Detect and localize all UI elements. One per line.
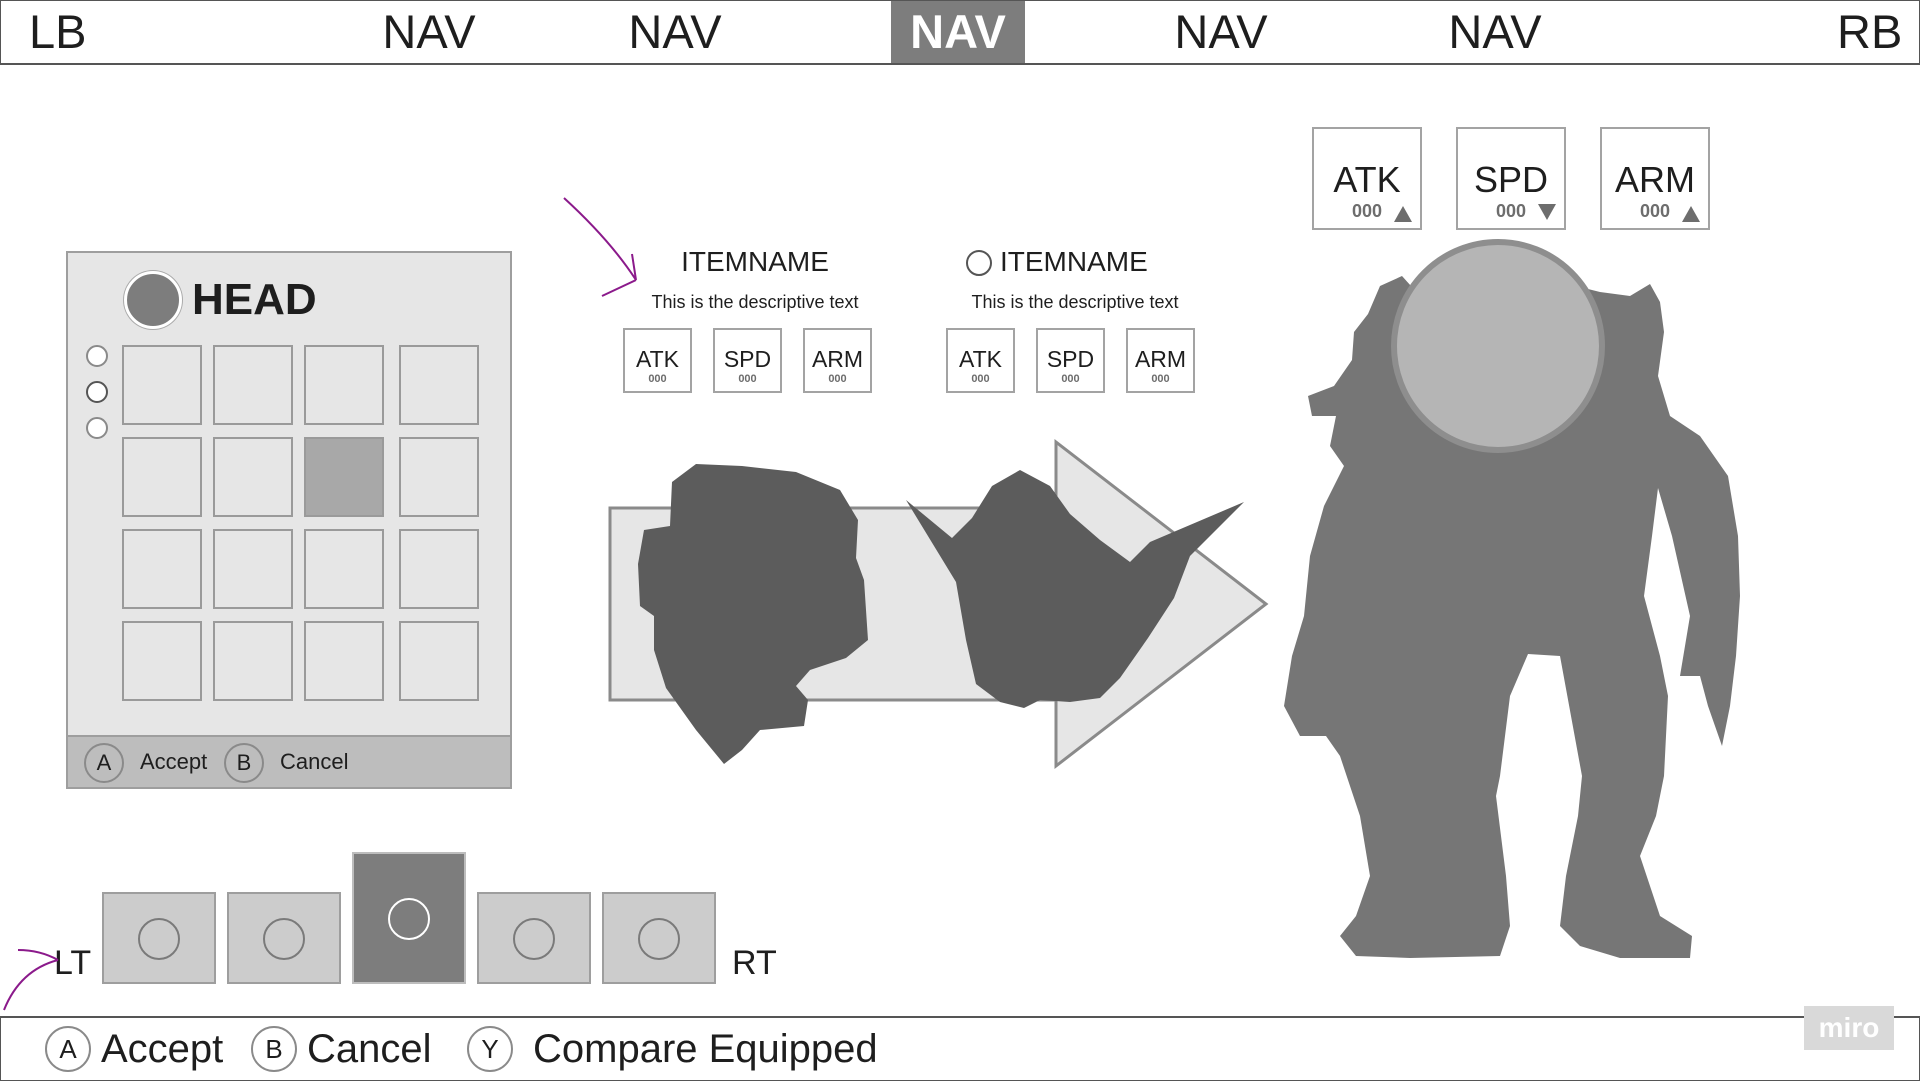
category-icon: [124, 271, 182, 329]
lb-bumper-label[interactable]: LB: [29, 5, 87, 58]
b-button-icon: B: [251, 1026, 297, 1072]
bottom-action-bar: A Accept B Cancel Y Compare Equipped: [0, 1016, 1920, 1081]
grid-cell[interactable]: [213, 621, 293, 701]
current-stat-spd: SPD 000: [713, 328, 782, 393]
candidate-head-silhouette-icon: [906, 470, 1244, 708]
compare-label: Compare Equipped: [533, 1026, 878, 1071]
cancel-action[interactable]: B Cancel: [251, 1018, 432, 1080]
candidate-item-name: ITEMNAME: [1000, 246, 1148, 277]
accept-label: Accept: [101, 1026, 224, 1071]
grid-cell[interactable]: [399, 529, 479, 609]
slot-1[interactable]: [102, 892, 216, 984]
top-nav-bar: LB NAV NAV NAV NAV NAV RB: [0, 0, 1920, 65]
current-stat-atk: ATK 000: [623, 328, 692, 393]
annotation-arrow-icon: [3, 949, 59, 1011]
grid-cell[interactable]: [399, 437, 479, 517]
nav-tab-2[interactable]: NAV: [628, 5, 722, 58]
y-button-icon: Y: [467, 1026, 513, 1072]
panel-footer: A Accept B Cancel: [68, 735, 510, 787]
current-stat-arm: ARM 000: [803, 328, 872, 393]
page-radio-2[interactable]: [86, 381, 108, 403]
nav-tab-3-active[interactable]: NAV: [891, 1, 1025, 63]
grid-cell[interactable]: [399, 621, 479, 701]
grid-cell[interactable]: [213, 437, 293, 517]
mech-preview: [1284, 239, 1740, 958]
candidate-item-description: This is the descriptive text: [971, 292, 1179, 312]
grid-cell[interactable]: [122, 345, 202, 425]
page-radio-1[interactable]: [86, 345, 108, 367]
a-button-icon[interactable]: A: [84, 743, 124, 783]
slot-3-selected[interactable]: [352, 852, 466, 984]
stat-up-icon: [1394, 206, 1412, 222]
annotation-arrow-icon: [563, 197, 637, 297]
grid-cell[interactable]: [304, 621, 384, 701]
slot-4[interactable]: [477, 892, 591, 984]
grid-cell[interactable]: [122, 529, 202, 609]
grid-cell[interactable]: [122, 621, 202, 701]
page-radio-3[interactable]: [86, 417, 108, 439]
slot-circle-icon: [263, 918, 305, 960]
miro-watermark: miro: [1804, 1006, 1894, 1050]
candidate-stat-atk: ATK 000: [946, 328, 1015, 393]
stat-up-icon: [1682, 206, 1700, 222]
current-item-description: This is the descriptive text: [651, 292, 859, 312]
grid-cell[interactable]: [304, 529, 384, 609]
nav-tab-5[interactable]: NAV: [1448, 5, 1542, 58]
mech-silhouette-icon: [1284, 274, 1740, 958]
cancel-label: Cancel: [307, 1026, 432, 1071]
grid-cell[interactable]: [213, 345, 293, 425]
grid-cell-selected[interactable]: [304, 437, 384, 517]
mech-stat-spd: SPD 000: [1456, 127, 1566, 230]
grid-cell[interactable]: [304, 345, 384, 425]
candidate-stat-arm: ARM 000: [1126, 328, 1195, 393]
mech-stat-arm: ARM 000: [1600, 127, 1710, 230]
nav-tab-1[interactable]: NAV: [382, 5, 476, 58]
panel-cancel-label: Cancel: [280, 749, 349, 774]
stat-down-icon: [1538, 204, 1556, 220]
lt-trigger-label[interactable]: LT: [54, 944, 92, 982]
annotation-strokes: [3, 197, 637, 1011]
slot-2[interactable]: [227, 892, 341, 984]
current-head-silhouette-icon: [638, 464, 868, 764]
rb-bumper-label[interactable]: RB: [1837, 5, 1903, 58]
accept-action[interactable]: A Accept: [45, 1018, 223, 1080]
nav-tab-4[interactable]: NAV: [1174, 5, 1268, 58]
rt-trigger-label[interactable]: RT: [732, 944, 777, 982]
slot-5[interactable]: [602, 892, 716, 984]
panel-accept-label: Accept: [140, 749, 208, 774]
slot-circle-icon: [513, 918, 555, 960]
candidate-item-radio[interactable]: [966, 250, 992, 276]
compare-action[interactable]: Y Compare Equipped: [467, 1018, 878, 1080]
current-item-name: ITEMNAME: [681, 246, 829, 277]
grid-cell[interactable]: [213, 529, 293, 609]
a-button-icon: A: [45, 1026, 91, 1072]
candidate-stat-spd: SPD 000: [1036, 328, 1105, 393]
comparison-arrow-graphic: [608, 438, 1269, 770]
grid-cell[interactable]: [122, 437, 202, 517]
head-parts-panel: HEAD A Accept B Cancel: [66, 251, 512, 789]
head-highlight-ring: [1391, 239, 1605, 453]
panel-title: HEAD: [192, 275, 317, 324]
grid-cell[interactable]: [399, 345, 479, 425]
slot-circle-icon: [388, 898, 430, 940]
mech-stat-atk: ATK 000: [1312, 127, 1422, 230]
b-button-icon[interactable]: B: [224, 743, 264, 783]
slot-circle-icon: [138, 918, 180, 960]
slot-circle-icon: [638, 918, 680, 960]
